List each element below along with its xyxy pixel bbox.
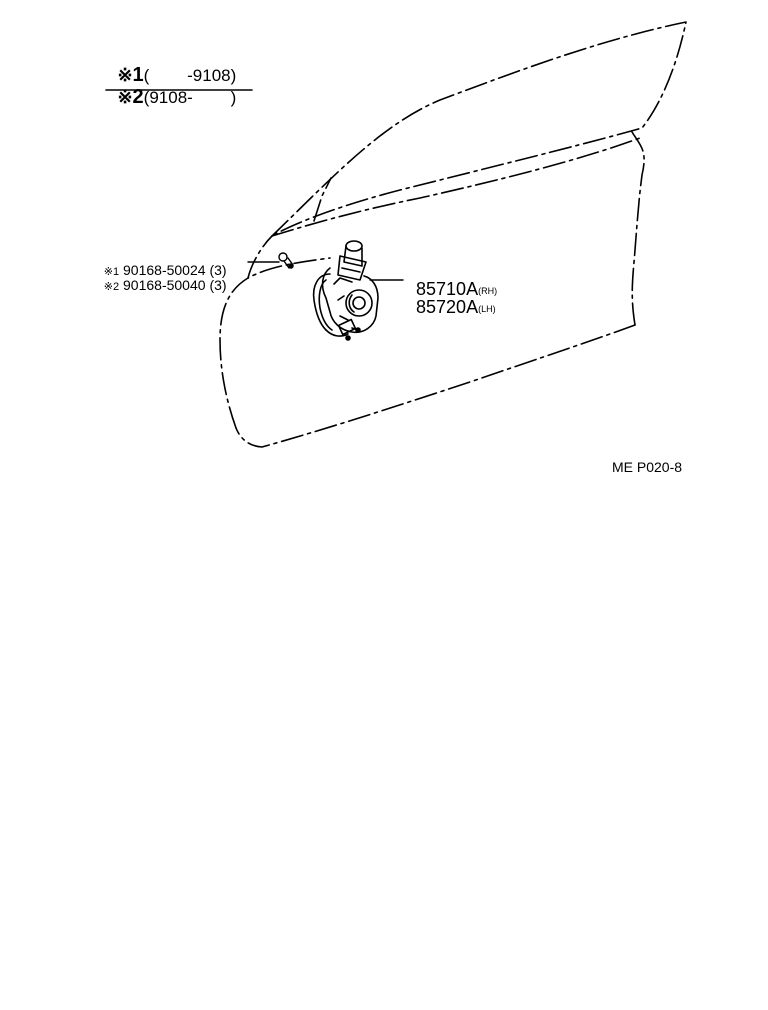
- legend-text-1: ( -9108): [143, 66, 237, 85]
- bolt-part-label-2: ※2 90168-50040 (3): [96, 264, 227, 293]
- door-bottom-edge: [235, 324, 636, 448]
- legend-text-2: (9108- ): [143, 88, 237, 107]
- mirror-edge: [313, 177, 332, 222]
- window-outline: [271, 21, 687, 237]
- diagram-code: ME P020-8: [612, 459, 683, 475]
- bolt-part-mark-2: ※2: [103, 281, 120, 293]
- legend-num-1: 1: [132, 64, 144, 86]
- legend-row-2: ※2(9108- ): [108, 70, 236, 107]
- door-rear-edge: [631, 131, 645, 326]
- bolt-part-qty-1: (3): [209, 262, 227, 278]
- motor-part-label-2: 85720A(LH): [406, 280, 496, 316]
- legend-mark-1: ※: [117, 65, 133, 85]
- motor-part-side-1: (RH): [478, 286, 498, 296]
- motor-part-number-2: 85720A: [416, 297, 479, 317]
- bolt-part-qty-2: (3): [209, 277, 227, 293]
- motor-part-label-1: 85710A(RH): [406, 262, 497, 298]
- bolt-part-label-1: ※1 90168-50024 (3): [96, 249, 227, 278]
- legend-num-2: 2: [132, 86, 144, 108]
- door-beltline: [271, 137, 641, 237]
- bolt-part-number-2: 90168-50040: [123, 277, 206, 293]
- motor-part-number-1: 85710A: [416, 279, 479, 299]
- bolt: [247, 252, 294, 269]
- bolt-part-mark-1: ※1: [103, 266, 120, 278]
- legend-mark-2: ※: [117, 87, 133, 107]
- bolt-part-number-1: 90168-50024: [123, 262, 206, 278]
- motor-part-side-2: (LH): [478, 304, 496, 314]
- door-lock-motor: [312, 240, 379, 341]
- legend-row-1: ※1( -9108): [108, 48, 236, 85]
- door-front-top: [247, 235, 273, 279]
- door-front-edge: [219, 257, 331, 429]
